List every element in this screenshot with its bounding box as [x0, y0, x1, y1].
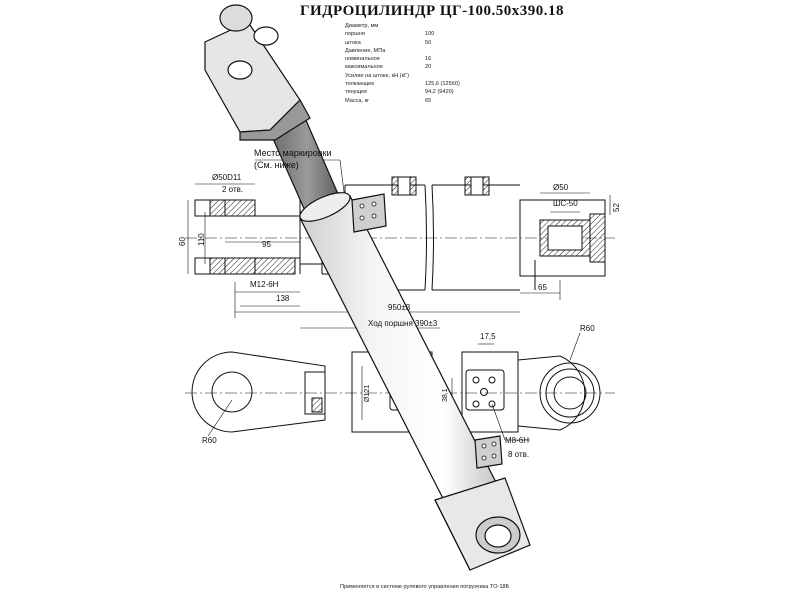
dim-65: 65 [538, 283, 547, 292]
footer-note: Применяется в системе рулевого управлени… [340, 584, 510, 590]
cylinder-tube [299, 195, 506, 523]
dim-17-5: 17,5 [480, 332, 496, 341]
rear-eye-outline [517, 355, 586, 431]
isometric-cylinder [204, 4, 531, 571]
marking-callout-line1: Место маркировки [254, 148, 332, 158]
dim-95: 95 [262, 240, 271, 249]
rear-end-bore [484, 524, 512, 548]
dim-138: 138 [276, 294, 290, 303]
clevis-eye-hole [211, 371, 253, 413]
clevis-lower-section [209, 257, 256, 275]
clevis-thread-section [254, 257, 296, 275]
dim-950: 950±3 [388, 303, 411, 312]
spec-row: Усилие на штоке, кН (кГ) [345, 72, 409, 79]
spec-row: Диаметр, мм [345, 23, 379, 29]
flange-plate-right [465, 369, 505, 411]
dim-d50: Ø50 [553, 183, 569, 192]
drawing-title: ГИДРОЦИЛИНДР ЦГ-100.50х390.18 [300, 3, 565, 19]
dim-60: 60 [178, 237, 187, 246]
body-rear-block [461, 351, 519, 433]
dim-d121: Ø121 [364, 384, 371, 402]
dim-shs50: ШС-50 [553, 199, 578, 208]
clevis-upper-section [209, 199, 256, 217]
front-view [185, 159, 615, 329]
dim-holes-2: 2 отв. [222, 185, 244, 194]
dim-m8: M8-6H [505, 436, 530, 445]
marking-plate-bottom [474, 435, 503, 469]
marking-callout-line2: (См. ниже) [254, 160, 299, 170]
dim-52: 52 [612, 203, 621, 212]
dim-r60-top: R60 [580, 324, 595, 333]
rear-eye-bore [553, 376, 587, 410]
dim-d50d11: Ø50D11 [212, 173, 242, 182]
spec-row: Давление, МПа [345, 47, 386, 54]
dim-38-1: 38,1 [442, 388, 449, 402]
dim-m12: M12-6H [250, 280, 279, 289]
clevis-eye-outline [191, 351, 326, 433]
marking-plate-top [351, 193, 387, 233]
dim-110: 110 [197, 233, 206, 246]
dim-r60-bottom: R60 [202, 436, 217, 445]
rod-clevis-pin-hole [253, 26, 279, 46]
dim-stroke: Ход поршня 390±3 [368, 319, 438, 328]
dim-holes-8: 8 отв. [508, 450, 530, 459]
